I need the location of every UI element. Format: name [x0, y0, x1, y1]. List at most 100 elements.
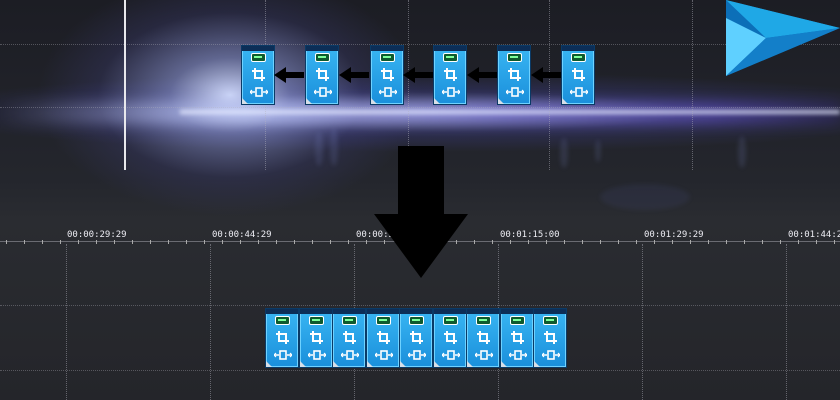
ruler-tick: [114, 240, 115, 244]
clip-header: [534, 309, 566, 314]
clip-corner: [500, 361, 507, 367]
clip-header: [562, 46, 594, 51]
stopwatch-icon: [315, 53, 330, 62]
video-clip[interactable]: [497, 45, 531, 105]
timecode-label: 00:01:29:29: [644, 230, 704, 240]
ruler-tick: [492, 240, 493, 244]
pan-icon: [506, 87, 524, 97]
timecode-label: 00:00:29:29: [67, 230, 127, 240]
ruler-tick: [654, 240, 655, 244]
crop-icon: [410, 331, 423, 344]
clip-header: [299, 309, 332, 314]
track-divider: [0, 107, 840, 108]
video-clip[interactable]: [332, 308, 366, 368]
ruler-tick: [762, 240, 763, 244]
grid-line: [642, 244, 643, 400]
ruler-tick: [276, 240, 277, 244]
video-clip[interactable]: [265, 308, 299, 368]
stopwatch-icon: [380, 53, 395, 62]
grid-line: [692, 0, 693, 170]
ruler-tick: [672, 240, 673, 244]
playhead-cursor[interactable]: [124, 0, 126, 170]
ruler-tick: [78, 240, 79, 244]
stopwatch-icon: [275, 316, 290, 325]
stopwatch-icon: [543, 316, 558, 325]
pan-icon: [379, 87, 397, 97]
ruler-tick: [258, 240, 259, 244]
clip-corner: [562, 98, 568, 104]
left-arrow-icon: [467, 67, 497, 83]
clip-header: [333, 309, 365, 314]
ruler-tick: [222, 240, 223, 244]
crop-icon: [444, 68, 457, 81]
pan-icon: [570, 87, 588, 97]
pan-icon: [542, 350, 560, 360]
video-clip[interactable]: [433, 45, 467, 105]
clip-corner: [371, 98, 377, 104]
video-clip[interactable]: [466, 308, 500, 368]
pan-icon: [314, 87, 332, 97]
video-clip[interactable]: [365, 308, 400, 368]
track-divider: [0, 44, 840, 45]
timecode-label: 00:01:44:29: [788, 230, 840, 240]
crop-icon: [376, 331, 390, 344]
ruler-tick: [240, 240, 241, 244]
video-clip[interactable]: [432, 308, 467, 368]
crop-icon: [508, 68, 521, 81]
crop-icon: [343, 331, 356, 344]
pan-icon: [508, 350, 527, 360]
grid-line: [408, 0, 409, 170]
ruler-tick: [546, 240, 547, 244]
crop-icon: [276, 331, 289, 344]
video-clip[interactable]: [499, 308, 534, 368]
clip-header: [306, 46, 338, 51]
crop-icon: [381, 68, 394, 81]
ruler-tick: [6, 240, 7, 244]
stopwatch-icon: [443, 53, 458, 62]
crop-icon: [443, 331, 457, 344]
ruler-tick: [366, 240, 367, 244]
video-clip[interactable]: [305, 45, 339, 105]
crop-icon: [510, 331, 524, 344]
video-clip[interactable]: [561, 45, 595, 105]
stopwatch-icon: [571, 53, 586, 62]
video-clip[interactable]: [298, 308, 333, 368]
ruler-tick: [294, 240, 295, 244]
crop-icon: [252, 68, 265, 81]
timecode-label: 00:00:5: [356, 230, 394, 240]
ruler-tick: [60, 240, 61, 244]
pan-icon: [341, 350, 359, 360]
clip-corner: [400, 361, 406, 367]
video-clip[interactable]: [533, 308, 567, 368]
video-clip[interactable]: [370, 45, 404, 105]
clip-header: [500, 309, 533, 314]
ruler-tick: [474, 240, 475, 244]
bokeh-light: [595, 140, 601, 162]
pan-icon: [441, 350, 460, 360]
clip-corner: [498, 98, 504, 104]
ruler-tick: [204, 240, 205, 244]
pan-icon: [475, 350, 493, 360]
ruler-tick: [618, 240, 619, 244]
clip-corner: [333, 361, 339, 367]
ruler-tick: [348, 240, 349, 244]
clip-corner: [434, 98, 440, 104]
bokeh-light: [600, 184, 690, 210]
stopwatch-icon: [375, 316, 391, 325]
video-clip[interactable]: [399, 308, 433, 368]
play-logo-icon: [726, 0, 840, 76]
clip-header: [467, 309, 499, 314]
clip-corner: [467, 361, 473, 367]
bokeh-light: [560, 138, 568, 168]
clip-header: [498, 46, 530, 51]
stopwatch-icon: [251, 53, 266, 62]
video-clip[interactable]: [241, 45, 275, 105]
stopwatch-icon: [342, 316, 357, 325]
clip-header: [366, 309, 399, 314]
timecode-label: 00:00:44:29: [212, 230, 272, 240]
ruler-tick: [510, 240, 511, 244]
ruler-tick: [564, 240, 565, 244]
ruler-tick: [744, 240, 745, 244]
ruler-tick: [96, 240, 97, 244]
